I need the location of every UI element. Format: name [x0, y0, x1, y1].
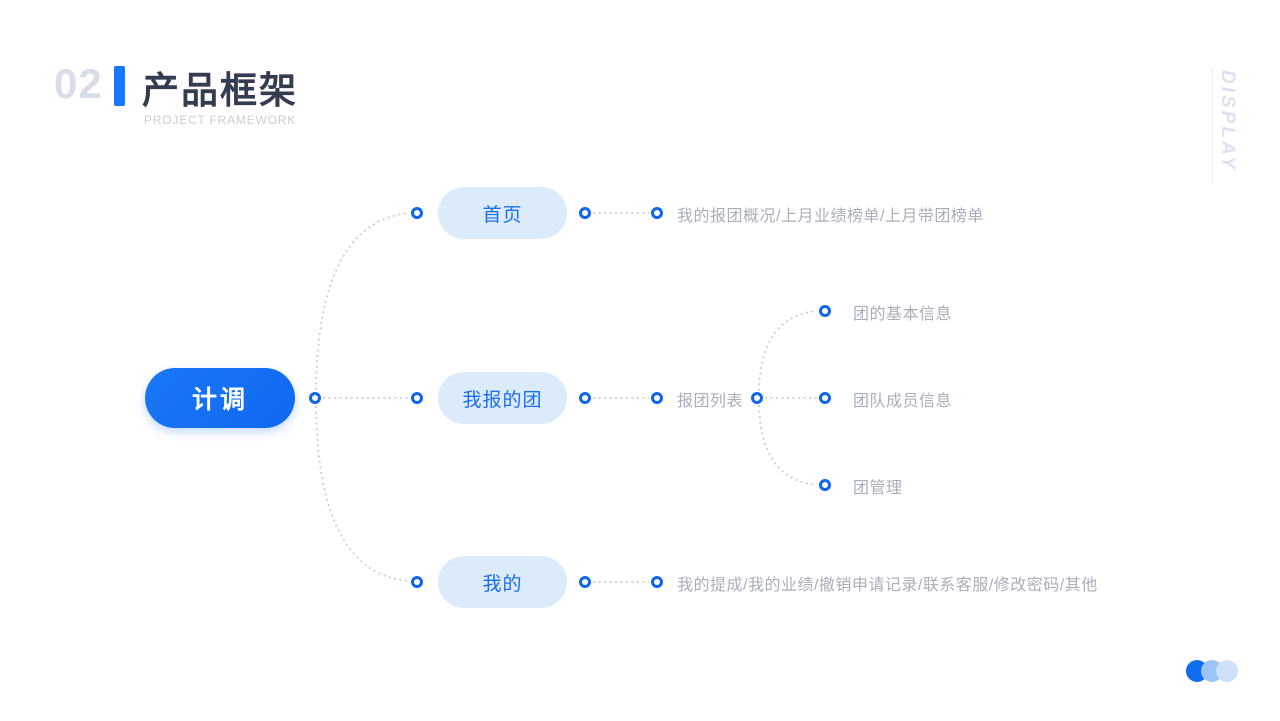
node-ring [579, 392, 591, 404]
leaf-group-management: 团管理 [853, 480, 903, 497]
node-ring [819, 479, 831, 491]
node-ring [819, 392, 831, 404]
node-ring [411, 392, 423, 404]
node-ring [579, 576, 591, 588]
leaf-home-detail: 我的报团概况/上月业绩榜单/上月带团榜单 [677, 208, 984, 225]
mindmap-branch-mine: 我的 [438, 556, 567, 608]
mindmap-branch-my-groups: 我报的团 [438, 372, 567, 424]
leaf-group-list: 报团列表 [677, 393, 744, 410]
side-vertical-label: DISPLAY [1217, 70, 1238, 172]
node-ring [411, 576, 423, 588]
node-ring [751, 392, 763, 404]
node-ring [651, 207, 663, 219]
node-ring [819, 305, 831, 317]
leaf-group-basic-info: 团的基本信息 [853, 306, 953, 323]
node-ring [651, 392, 663, 404]
title-accent-bar [114, 66, 125, 106]
side-divider-line [1212, 68, 1213, 184]
node-ring [411, 207, 423, 219]
mindmap-branch-home: 首页 [438, 187, 567, 239]
node-ring [651, 576, 663, 588]
node-ring [309, 392, 321, 404]
progress-dot [1216, 660, 1238, 682]
section-number: 02 [54, 60, 103, 107]
leaf-team-member-info: 团队成员信息 [853, 393, 953, 410]
node-ring [579, 207, 591, 219]
page-subtitle: PROJECT FRAMEWORK [144, 113, 297, 127]
mindmap-root-node: 计调 [145, 368, 295, 428]
page-title: 产品框架 [142, 70, 298, 111]
leaf-mine-detail: 我的提成/我的业绩/撤销申请记录/联系客服/修改密码/其他 [677, 577, 1098, 594]
